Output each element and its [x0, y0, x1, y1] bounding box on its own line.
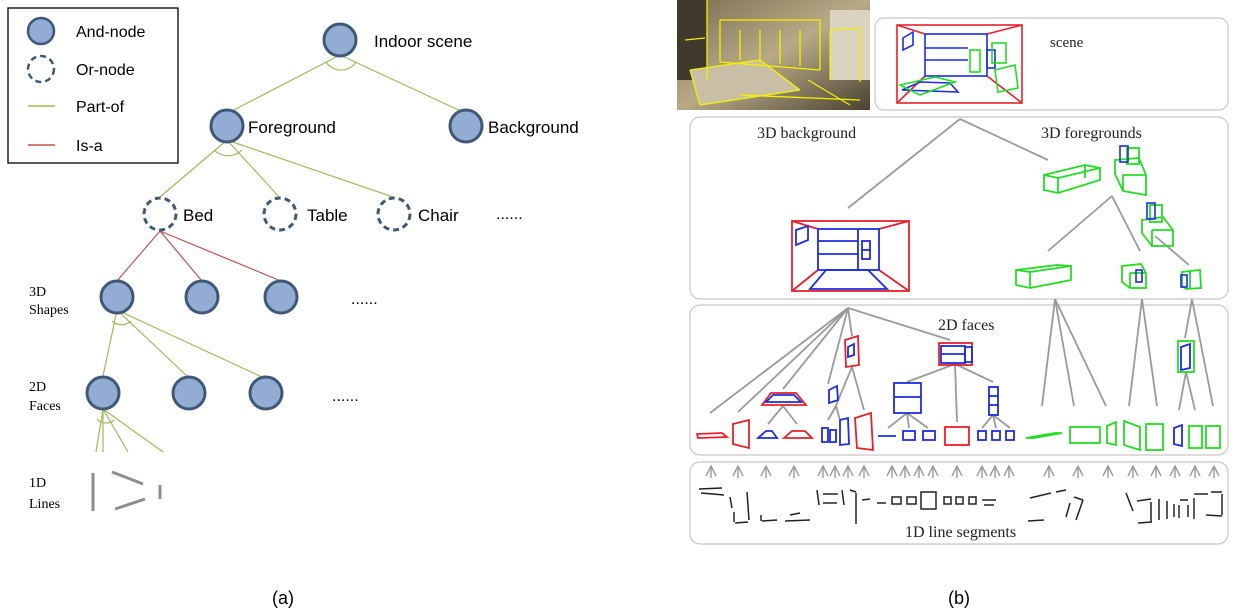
node-face — [85, 375, 121, 411]
label-2d-faces: 2D faces — [938, 317, 994, 334]
level-boxes — [689, 17, 1229, 545]
3d-background-room — [791, 220, 910, 292]
scene-box — [874, 17, 1229, 111]
scene-parse-thumbnail — [896, 24, 1023, 104]
node-labels: Indoor scene Foreground Background Bed T… — [183, 32, 579, 405]
node-chair — [376, 196, 412, 232]
or-node-icon — [26, 54, 56, 84]
node-bed — [142, 196, 178, 232]
faces-box — [689, 304, 1229, 456]
part-of-edges — [95, 54, 466, 453]
legend-and-node: And-node — [76, 24, 145, 41]
panel-b-labels: scene 3D background 3D foregrounds 2D fa… — [757, 35, 1142, 541]
1d-line-segments — [698, 487, 1223, 524]
level-faces-2: Faces — [29, 399, 61, 414]
node-face — [248, 375, 284, 411]
legend: And-node Or-node Part-of Is-a — [7, 7, 179, 164]
node-shape — [263, 279, 299, 315]
node-indoor-scene — [322, 22, 358, 58]
panel-a: And-node Or-node Part-of Is-a — [7, 7, 579, 608]
label-bed: Bed — [183, 206, 213, 225]
and-nodes — [85, 22, 484, 411]
and-node-icon — [26, 16, 56, 46]
label-table: Table — [307, 206, 348, 225]
node-shape — [99, 279, 135, 315]
3d-foreground-objects — [1015, 147, 1202, 290]
label-1d-line-segments: 1D line segments — [905, 524, 1016, 541]
legend-or-node: Or-node — [76, 62, 135, 79]
level-labels: 3D Shapes 2D Faces 1D Lines — [29, 285, 69, 512]
objects-box — [689, 116, 1229, 300]
lines-box — [689, 461, 1229, 545]
foreground-blue-parts — [1119, 145, 1188, 288]
legend-is-a: Is-a — [76, 138, 103, 155]
label-indoor-scene: Indoor scene — [374, 32, 472, 51]
hierarchy-edges — [709, 118, 1214, 429]
label-scene: scene — [1050, 35, 1084, 51]
node-shape — [184, 279, 220, 315]
2d-face-elements — [760, 334, 1195, 416]
indoor-photo — [677, 0, 870, 110]
caption-b: (b) — [948, 588, 970, 608]
label-background: Background — [488, 118, 579, 137]
node-table — [262, 196, 298, 232]
level-shapes-2: Shapes — [29, 303, 69, 318]
label-foreground: Foreground — [248, 118, 336, 137]
shapes-ellipsis: ...... — [351, 291, 378, 308]
label-3d-foregrounds: 3D foregrounds — [1041, 125, 1142, 142]
or-nodes-ellipsis: ...... — [496, 206, 523, 223]
level-lines-2: Lines — [29, 497, 60, 512]
panel-b: scene 3D background 3D foregrounds 2D fa… — [677, 0, 1229, 608]
faces-ellipsis: ...... — [332, 388, 359, 405]
level-faces-1: 2D — [29, 380, 46, 395]
2d-face-primitives — [695, 411, 1221, 452]
legend-part-of: Part-of — [76, 99, 125, 116]
level-lines-1: 1D — [29, 476, 46, 491]
line-arrows — [705, 464, 1220, 478]
line-segments-illustration — [91, 470, 162, 511]
label-chair: Chair — [418, 206, 459, 225]
or-nodes — [142, 196, 412, 232]
level-shapes-1: 3D — [29, 285, 46, 300]
node-background — [448, 108, 484, 144]
node-face — [171, 375, 207, 411]
caption-a: (a) — [272, 588, 294, 608]
is-a-edges — [116, 230, 282, 282]
label-3d-background: 3D background — [757, 125, 856, 142]
node-foreground — [209, 108, 245, 144]
